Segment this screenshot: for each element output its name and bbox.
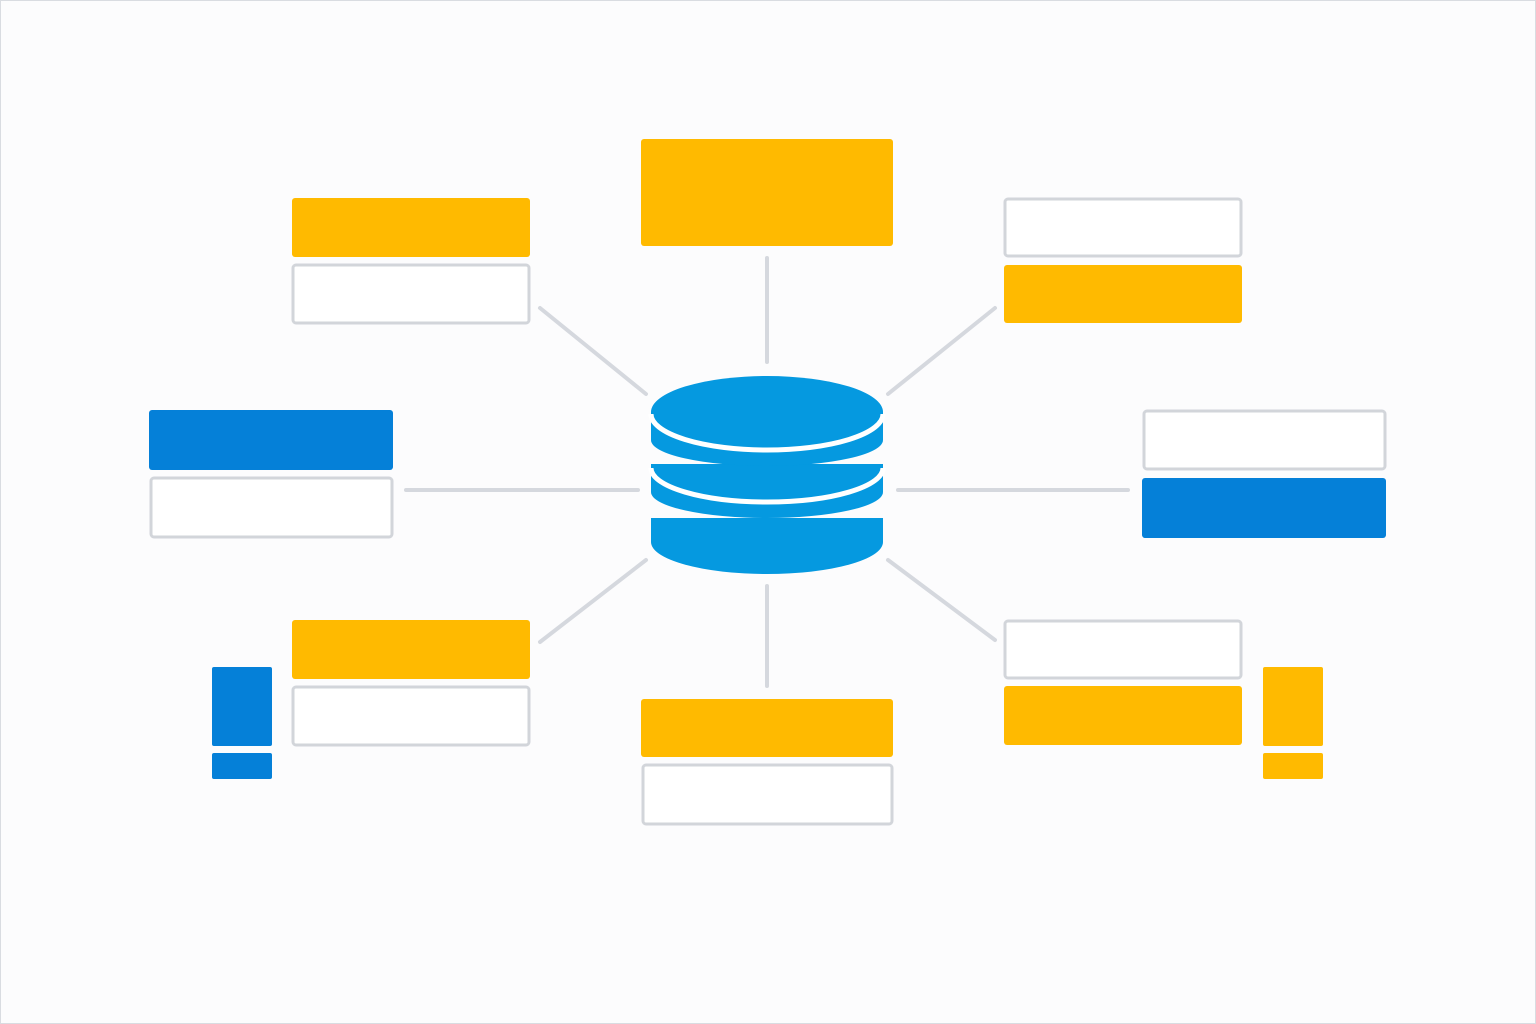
node-block-yellow <box>1004 686 1242 745</box>
connector-top-right <box>886 306 997 396</box>
alert-icon-dot <box>212 753 272 779</box>
node-block-yellow <box>1004 265 1242 323</box>
node-block-yellow <box>641 699 893 757</box>
node-group-left <box>149 410 394 539</box>
connector-top-left <box>538 306 648 396</box>
alert-icon-right <box>1263 667 1323 779</box>
node-group-bottom <box>641 699 894 826</box>
node-block-yellow <box>292 620 530 679</box>
node-block-yellow <box>641 139 893 246</box>
node-block-blue <box>1142 478 1386 538</box>
node-group-top <box>641 139 893 246</box>
node-group-right <box>1142 409 1387 538</box>
node-block-blue <box>149 410 393 470</box>
alert-icon-dot <box>1263 753 1323 779</box>
alert-icon-bar <box>212 667 272 746</box>
node-block-outline <box>1142 409 1387 471</box>
node-group-top-right <box>1003 197 1243 323</box>
alert-icon-left <box>212 667 272 779</box>
node-block-yellow <box>292 198 530 257</box>
node-block-outline <box>149 476 394 539</box>
node-block-outline <box>641 763 894 826</box>
node-block-outline <box>1003 197 1243 258</box>
node-group-bottom-right <box>1003 619 1243 745</box>
node-group-top-left <box>291 198 531 325</box>
alert-icon-bar <box>1263 667 1323 746</box>
node-group-bottom-left <box>291 620 531 747</box>
database-icon <box>648 376 886 574</box>
node-block-outline <box>291 685 531 747</box>
connectors <box>404 256 1130 688</box>
node-block-outline <box>291 263 531 325</box>
connector-bottom-left <box>538 558 648 644</box>
node-block-outline <box>1003 619 1243 680</box>
connector-bottom-right <box>886 558 997 642</box>
